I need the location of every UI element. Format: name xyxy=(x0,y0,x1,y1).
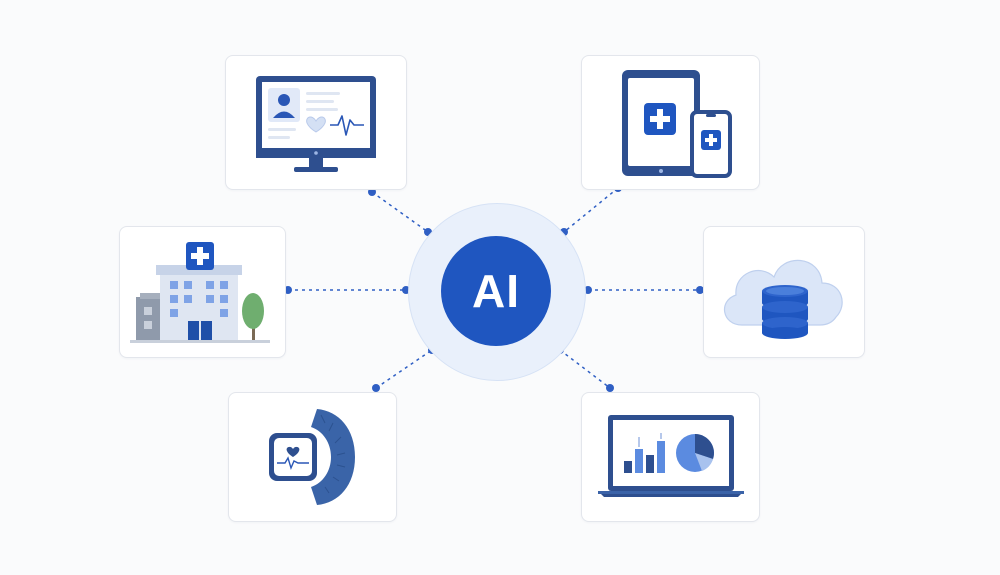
node-card-analytics-laptop xyxy=(581,392,760,522)
connector-dot xyxy=(284,286,292,294)
cloud-database-icon xyxy=(724,259,843,339)
connector-dot xyxy=(696,286,704,294)
node-card-patient-monitor xyxy=(225,55,407,190)
smartwatch-icon xyxy=(269,409,355,505)
connector-dot xyxy=(368,188,376,196)
connector-patient-monitor xyxy=(371,191,429,233)
medical-devices-icon xyxy=(622,70,732,178)
node-card-tablet-phone xyxy=(581,55,760,190)
node-card-hospital xyxy=(119,226,286,358)
connector-tablet-phone xyxy=(563,187,619,233)
connector-smartwatch xyxy=(375,349,433,389)
node-card-smartwatch xyxy=(228,392,397,522)
connector-analytics-laptop xyxy=(559,349,611,389)
connector-dot xyxy=(584,286,592,294)
hospital-icon xyxy=(130,242,270,343)
connector-dot xyxy=(372,384,380,392)
ai-hub: AI xyxy=(441,236,551,346)
analytics-laptop-icon xyxy=(598,415,744,497)
connector-dot xyxy=(606,384,614,392)
patient-monitor-icon xyxy=(256,76,376,172)
ai-hub-label: AI xyxy=(472,265,520,317)
node-card-cloud-database xyxy=(703,226,865,358)
